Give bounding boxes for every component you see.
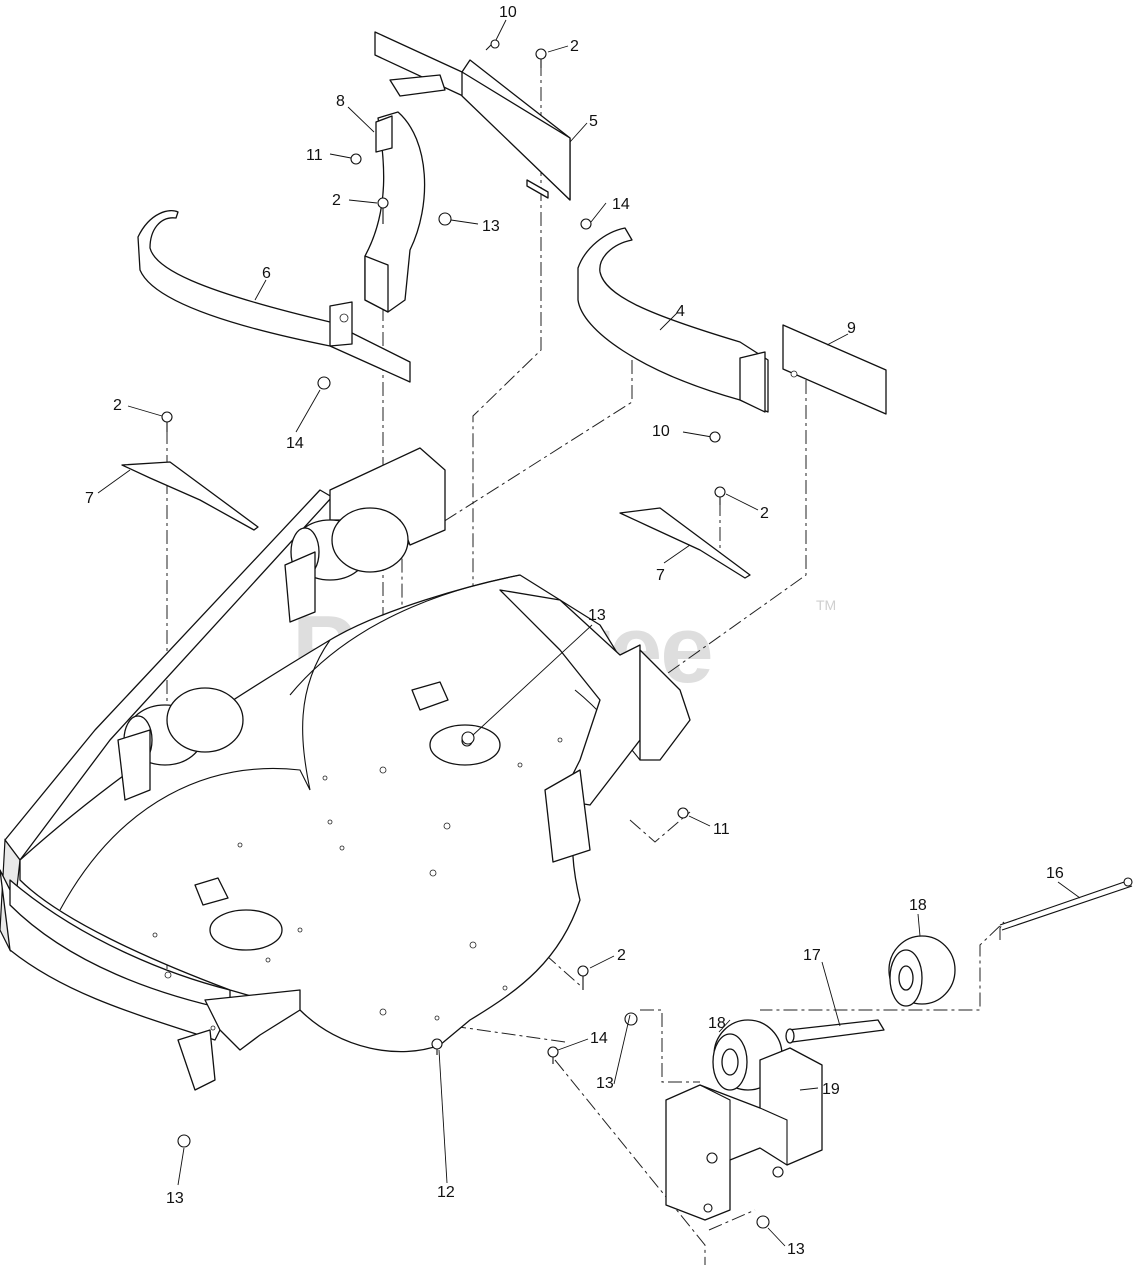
callout-11: 11: [306, 147, 323, 164]
part-6-band: [137, 210, 411, 383]
part-7-right-skid: [619, 507, 751, 579]
part-7-left-skid: [121, 461, 259, 531]
callout-4: 4: [676, 303, 685, 320]
bolt-2-mid: [377, 197, 389, 224]
callout-16: 16: [1046, 865, 1064, 882]
callout-13: 13: [596, 1075, 614, 1092]
nut-11-right: [677, 807, 689, 819]
callout-6: 6: [262, 265, 271, 282]
part-5-shield: [374, 31, 571, 201]
watermark-trademark: TM: [816, 597, 836, 613]
deck-rollers: [117, 507, 409, 801]
fasteners: [161, 39, 770, 1229]
callouts: 10 2 8 5 11 2 13 14 6 4 9 14 2 10 7 2 7 …: [85, 4, 1064, 1258]
callout-13: 13: [482, 218, 500, 235]
callout-5: 5: [589, 113, 598, 130]
callout-2: 2: [617, 947, 626, 964]
bolt-2-front: [577, 965, 589, 990]
nut-11-top: [350, 153, 362, 165]
callout-7: 7: [656, 567, 665, 584]
part-8-bracket: [364, 111, 426, 313]
callout-2: 2: [113, 397, 122, 414]
nut-13-deck: [461, 731, 475, 745]
callout-14: 14: [286, 435, 304, 452]
callout-10: 10: [499, 4, 517, 21]
bolt-2-left: [161, 411, 173, 432]
callout-19: 19: [822, 1081, 840, 1098]
nut-13-bottom-left: [177, 1134, 191, 1148]
callout-10: 10: [652, 423, 670, 440]
bolt-2-right: [714, 486, 726, 505]
part-4-band: [577, 227, 769, 413]
callout-13: 13: [787, 1241, 805, 1258]
stud-12: [431, 1038, 443, 1055]
nut-13-bracket: [756, 1215, 770, 1229]
pin-14-front: [547, 1046, 559, 1064]
bolt-2-top: [535, 48, 547, 68]
callout-12: 12: [437, 1184, 455, 1201]
nut-13-top: [438, 212, 452, 226]
callout-8: 8: [336, 93, 345, 110]
callout-2: 2: [570, 38, 579, 55]
nut-13-front: [624, 1012, 638, 1026]
callout-9: 9: [847, 320, 856, 337]
deck-holes: [152, 737, 563, 1031]
callout-14: 14: [590, 1030, 608, 1047]
callout-17: 17: [803, 947, 821, 964]
callout-14: 14: [612, 196, 630, 213]
pin-14-top: [580, 218, 592, 230]
deck-shell: [0, 447, 691, 1091]
pin-10-top: [485, 39, 500, 51]
callout-18: 18: [708, 1015, 726, 1032]
pin-10-right: [682, 431, 721, 443]
callout-11: 11: [713, 821, 730, 838]
callout-18: 18: [909, 897, 927, 914]
callout-7: 7: [85, 490, 94, 507]
callout-13: 13: [166, 1190, 184, 1207]
leader-lines: [97, 19, 1081, 1247]
callout-13: 13: [588, 607, 606, 624]
part-9-plate: [782, 324, 887, 415]
callout-2: 2: [760, 505, 769, 522]
pin-14-left: [317, 376, 331, 390]
callout-2: 2: [332, 192, 341, 209]
front-roller-assembly: [665, 877, 1133, 1221]
